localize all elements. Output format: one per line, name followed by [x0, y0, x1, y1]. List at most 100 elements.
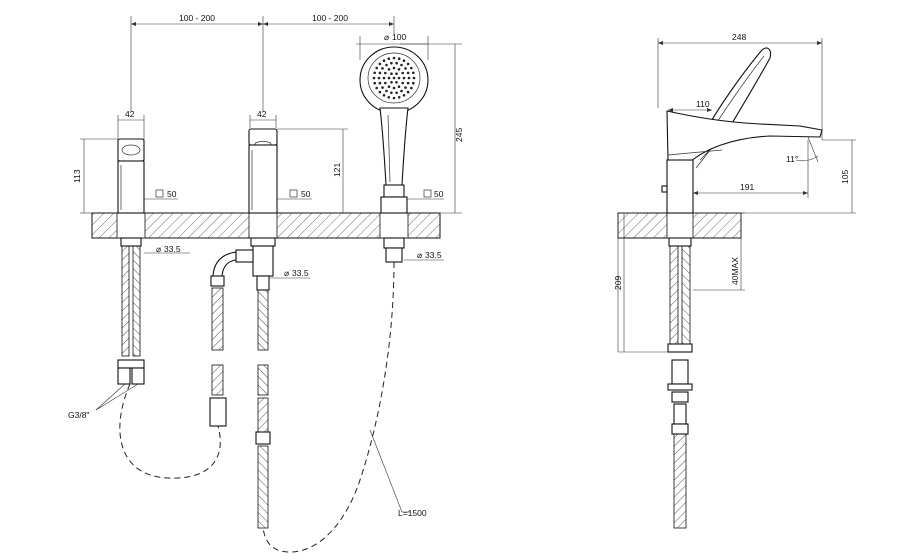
nozzle-dot: [404, 86, 407, 89]
front-view: 100 - 200 100 - 200 ⌀ 100 245 42: [68, 13, 464, 553]
svg-text:⌀: ⌀: [384, 32, 390, 42]
nozzle-dot: [397, 76, 401, 80]
left-width-label: 42: [125, 109, 135, 119]
svg-text:⌀: ⌀: [284, 268, 290, 278]
nozzle-dot: [401, 71, 405, 75]
shower-height-dimension: 245: [400, 43, 464, 214]
spout-angle-label: 11°: [786, 154, 798, 164]
nozzle-dot: [406, 81, 410, 85]
hose-left-loop: [119, 383, 221, 479]
mid-width-label: 42: [257, 109, 267, 119]
nozzle-dot: [397, 85, 401, 88]
nozzle-dot: [372, 76, 376, 80]
spout-height-dimension: 105: [741, 139, 856, 214]
overall-length-label: 248: [732, 32, 746, 42]
shower-handset: 50: [359, 46, 444, 214]
nozzle-dot: [387, 68, 391, 71]
handle-length-label: 110: [696, 99, 710, 109]
right-hole-label: 33.5: [425, 250, 442, 260]
middle-underdeck: ⌀ 33.5: [209, 237, 310, 529]
handle-length-dimension: 110: [668, 99, 712, 112]
nozzle-dot: [392, 56, 396, 60]
side-underdeck: 209 40MAX: [613, 212, 745, 529]
nozzle-dot: [390, 61, 393, 65]
svg-text:⌀: ⌀: [156, 244, 162, 254]
middle-valve-body: 42 121 50: [248, 109, 348, 214]
spout-body-side: [661, 110, 823, 214]
shower-underdeck: ⌀ 33.5: [383, 237, 444, 263]
nozzle-dot: [402, 94, 406, 97]
nozzle-dot: [382, 59, 386, 62]
nozzle-dot: [378, 90, 382, 94]
side-view: 248 110 11°: [613, 32, 856, 529]
nozzle-dot: [384, 81, 387, 85]
hose-shower-loop: [262, 261, 395, 553]
shower-diameter-label: 100: [392, 32, 406, 42]
mid-square-label: 50: [301, 189, 311, 199]
mid-height-label: 121: [332, 163, 342, 177]
nozzle-dot: [407, 76, 411, 80]
nozzle-dot: [412, 81, 415, 85]
nozzle-dot: [395, 81, 398, 84]
nozzle-dot: [400, 63, 403, 67]
nozzle-dot: [404, 67, 407, 70]
nozzle-dot: [385, 89, 388, 93]
deck-thickness-label: 40MAX: [730, 257, 740, 285]
spacing-dimensions: 100 - 200 100 - 200: [130, 13, 395, 112]
left-square-label: 50: [167, 189, 177, 199]
nozzle-dot: [402, 59, 406, 62]
below-deck-label: 209: [613, 276, 623, 290]
left-underdeck: ⌀ 33.5 G3/8": [68, 237, 190, 420]
nozzle-dot: [378, 81, 382, 85]
nozzle-dot: [397, 96, 401, 99]
nozzle-dot: [410, 66, 413, 70]
spout-angle: 11°: [786, 136, 819, 164]
nozzle-dot: [373, 81, 377, 85]
nozzle-dot: [392, 96, 396, 100]
spout-reach-label: 191: [740, 182, 754, 192]
nozzle-dot: [390, 81, 393, 84]
nozzle-dot: [395, 72, 398, 75]
thread-label: G3/8": [68, 410, 89, 420]
nozzle-dot: [412, 76, 416, 80]
svg-text:⌀: ⌀: [417, 250, 423, 260]
nozzle-dot: [377, 76, 381, 80]
nozzle-dot: [395, 91, 398, 95]
left-hole-label: 33.5: [164, 244, 181, 254]
nozzle-dot: [397, 57, 401, 60]
nozzle-dot: [381, 86, 384, 89]
nozzle-dot: [410, 86, 413, 90]
nozzle-dot: [392, 86, 396, 90]
nozzle-dot: [400, 89, 403, 93]
nozzle-dot: [387, 85, 391, 88]
nozzle-dot: [378, 62, 382, 66]
nozzle-dot: [397, 68, 401, 71]
overall-length-dimension: 248: [657, 32, 823, 140]
nozzle-dot: [387, 57, 391, 60]
hose-length-label: L=1500: [398, 508, 427, 518]
nozzle-dot: [412, 71, 415, 75]
nozzle-dot: [395, 61, 398, 65]
nozzle-dot: [375, 66, 379, 70]
nozzle-dot: [373, 71, 377, 75]
nozzle-dot: [406, 71, 410, 75]
nozzle-dot: [382, 94, 386, 97]
nozzle-dot: [387, 96, 391, 99]
nozzle-dot: [390, 72, 393, 75]
mid-hole-label: 33.5: [292, 268, 309, 278]
nozzle-dot: [378, 71, 382, 75]
nozzle-dot: [385, 63, 388, 67]
shower-nozzles: [372, 56, 416, 100]
nozzle-dot: [390, 91, 393, 95]
nozzle-dot: [406, 62, 410, 66]
nozzle-dot: [381, 67, 384, 70]
spout-height-label: 105: [840, 170, 850, 184]
spacing-right-label: 100 - 200: [312, 13, 348, 23]
left-height-label: 113: [72, 169, 82, 183]
nozzle-dot: [387, 76, 391, 80]
nozzle-dot: [375, 86, 379, 90]
nozzle-dot: [382, 76, 386, 80]
nozzle-dot: [384, 71, 387, 75]
nozzle-dot: [392, 66, 396, 70]
